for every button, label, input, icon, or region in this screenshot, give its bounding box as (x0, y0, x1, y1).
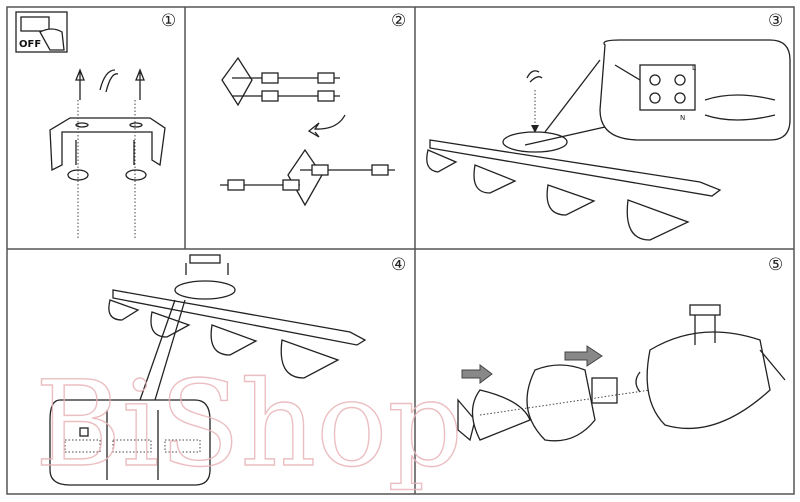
step5-panel (457, 304, 786, 442)
retaining-ring (635, 371, 641, 393)
step3-panel: L N (426, 39, 791, 241)
gu10-bulb (471, 389, 531, 441)
light-bar (112, 289, 367, 346)
step1-panel: OFF (15, 11, 166, 240)
panel-frame (6, 6, 795, 495)
bracket-detail-callout (49, 399, 211, 486)
power-off-icon: OFF (15, 11, 68, 53)
step-number-1: ① (161, 11, 176, 31)
step-number-5: ⑤ (768, 255, 783, 275)
step4-panel (49, 254, 367, 486)
spotlight-heads (426, 149, 690, 241)
push-arrow-icon (461, 364, 493, 384)
rotate-arrow-icon (307, 114, 346, 138)
wall-plug-icon (75, 68, 145, 100)
step-number-4: ④ (391, 255, 406, 275)
mounting-bracket (49, 100, 166, 240)
off-label: OFF (19, 39, 41, 50)
lamp-head (646, 331, 771, 430)
wires-icon (99, 69, 119, 93)
watermark: BiShop (35, 355, 463, 493)
reflector-clip (457, 398, 476, 442)
step-number-3: ③ (768, 11, 783, 31)
spotlight-heads (108, 299, 340, 379)
lamp-holder (591, 377, 618, 404)
canopy (502, 131, 568, 153)
step2-panel (220, 56, 395, 207)
step-number-2: ② (391, 11, 406, 31)
light-bar (429, 139, 722, 197)
terminal-l-label: L (692, 64, 696, 72)
terminal-n-label: N (680, 114, 685, 122)
push-arrow-icon (564, 345, 603, 367)
